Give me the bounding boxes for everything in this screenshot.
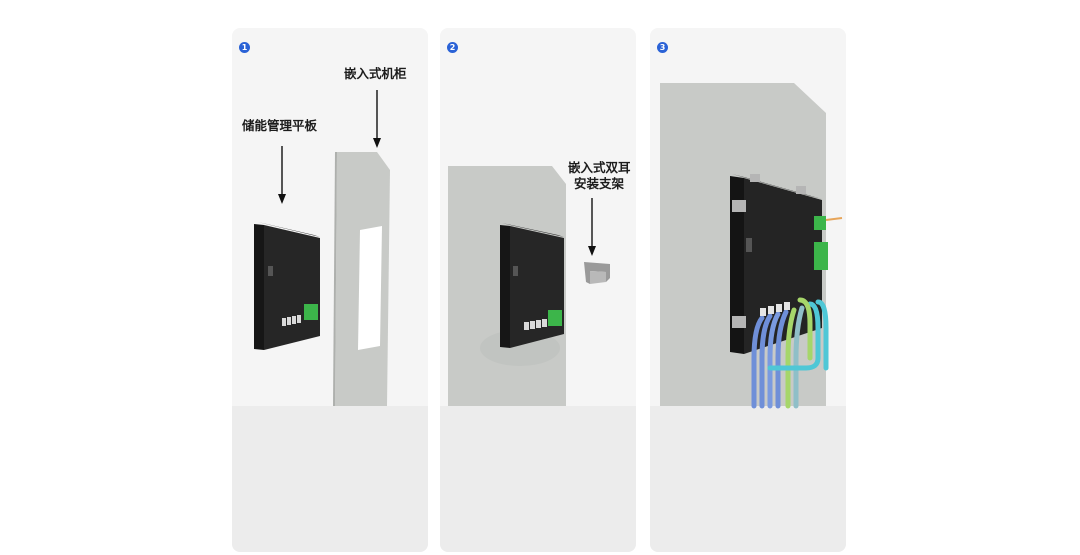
card-floor [232,406,428,552]
device-front [730,176,744,354]
arrow-cabinet-head [373,138,381,148]
device-ports [524,319,547,330]
device-usb [513,266,518,276]
device-terminal [304,304,318,320]
terminal-plug [814,216,826,230]
card-floor [650,406,846,552]
mounting-bracket-face [590,271,606,284]
bracket-label-line2: 安装支架 [574,176,625,191]
terminal-wire [825,217,843,221]
device-front [254,224,264,350]
step-3-badge: 3 [657,42,668,53]
ethernet-cables [751,297,829,409]
arrow-panel-head [278,194,286,204]
panel-label: 储能管理平板 [242,118,318,133]
step-1-badge: 1 [239,42,250,53]
cabinet-edge [333,152,337,406]
device-ports [282,315,301,326]
device-terminal [814,242,828,270]
bracket-label-line1: 嵌入式双耳 [568,160,631,175]
cabinet-label: 嵌入式机柜 [344,66,407,81]
cable-connectors [760,302,790,316]
mounting-brackets [732,174,806,328]
arrow-bracket-head [588,246,596,256]
device-terminal [548,310,562,326]
cabinet-cutout [358,226,382,350]
step-2-card: 2 嵌入式双耳 安装支架 [440,28,636,552]
device-usb [268,266,273,276]
step-3-illustration [660,83,843,409]
mounting-bracket [584,262,610,284]
step-3-card: 3 [650,28,846,552]
step-1-illustration [254,90,390,406]
device-body [510,226,564,348]
device-top [502,223,564,237]
device-top [258,222,320,237]
device-front [500,225,510,348]
step-1-card: 1 嵌入式机柜 储能管理平板 [232,28,428,552]
device-body [264,225,320,350]
step-2-badge: 2 [447,42,458,53]
card-floor [440,406,636,552]
step-2-illustration [448,166,610,406]
device-usb [746,238,752,252]
